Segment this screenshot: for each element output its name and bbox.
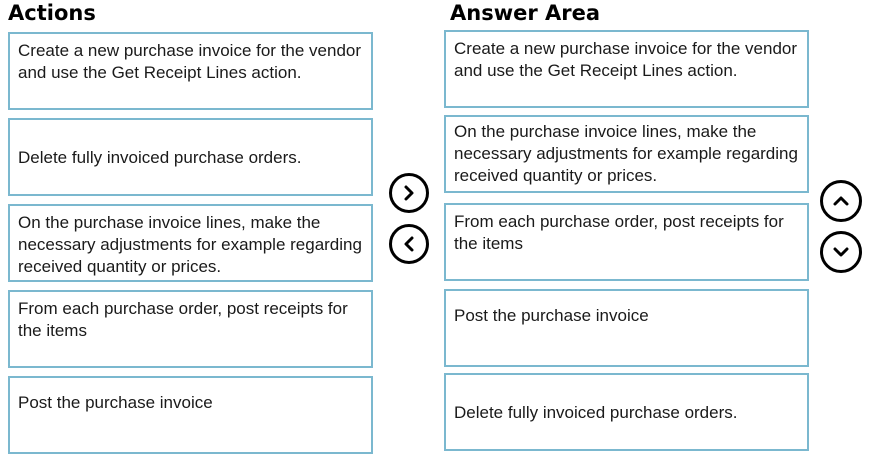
answer-item-text: From each purchase order, post receipts … <box>454 212 784 253</box>
action-item[interactable]: From each purchase order, post receipts … <box>8 290 373 368</box>
actions-heading: Actions <box>8 1 96 25</box>
chevron-right-icon <box>404 185 414 201</box>
answer-item[interactable]: Delete fully invoiced purchase orders. <box>444 373 809 451</box>
action-item-text: Delete fully invoiced purchase orders. <box>18 148 302 167</box>
move-right-button[interactable] <box>389 173 429 213</box>
chevron-left-icon <box>404 236 414 252</box>
answer-item[interactable]: On the purchase invoice lines, make the … <box>444 115 809 193</box>
answer-item-text: On the purchase invoice lines, make the … <box>454 122 798 185</box>
action-item[interactable]: Create a new purchase invoice for the ve… <box>8 32 373 110</box>
action-item-text: From each purchase order, post receipts … <box>18 299 348 340</box>
answer-item-text: Create a new purchase invoice for the ve… <box>454 39 798 80</box>
answer-item-text: Post the purchase invoice <box>454 306 649 325</box>
chevron-down-icon <box>833 247 849 257</box>
action-item[interactable]: Delete fully invoiced purchase orders. <box>8 118 373 196</box>
answer-item[interactable]: Create a new purchase invoice for the ve… <box>444 30 809 108</box>
move-up-button[interactable] <box>820 180 862 222</box>
action-item-text: On the purchase invoice lines, make the … <box>18 213 362 276</box>
answer-item[interactable]: From each purchase order, post receipts … <box>444 203 809 281</box>
action-item-text: Post the purchase invoice <box>18 393 213 412</box>
answer-area-heading: Answer Area <box>450 1 601 25</box>
move-down-button[interactable] <box>820 231 862 273</box>
action-item[interactable]: On the purchase invoice lines, make the … <box>8 204 373 282</box>
action-item-text: Create a new purchase invoice for the ve… <box>18 41 362 82</box>
chevron-up-icon <box>833 196 849 206</box>
answer-item-text: Delete fully invoiced purchase orders. <box>454 403 738 422</box>
answer-item[interactable]: Post the purchase invoice <box>444 289 809 367</box>
move-left-button[interactable] <box>389 224 429 264</box>
action-item[interactable]: Post the purchase invoice <box>8 376 373 454</box>
